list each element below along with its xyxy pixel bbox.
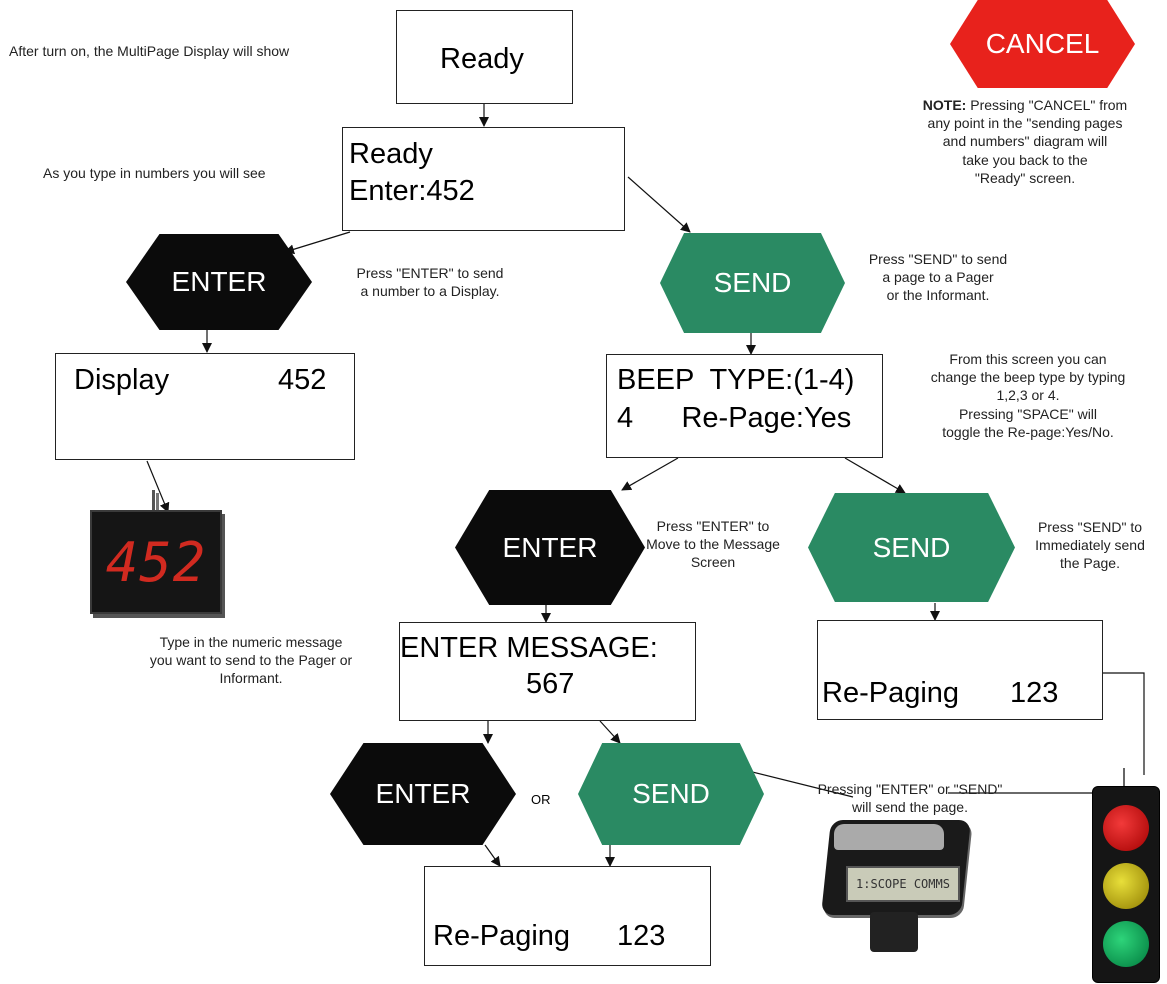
send-button-2-label: SEND [872, 531, 951, 563]
send1-note: Press "SEND" to send a page to a Pager o… [838, 250, 1038, 305]
message-screen-line1: ENTER MESSAGE: [400, 632, 658, 664]
repaging-right-label: Re-Paging [822, 677, 960, 709]
beep-note-line2: change the beep type by typing [930, 369, 1126, 386]
beep-type-line2: 4 Re-Page:Yes [617, 402, 852, 434]
enter-button-3-label: ENTER [375, 778, 471, 809]
device-antenna-2 [156, 493, 159, 512]
send1-note-line2: a page to a Pager [882, 269, 994, 286]
typing-note: As you type in numbers you will see [43, 165, 266, 181]
message-note-line3: Informant. [219, 670, 283, 687]
arrow-enter3-to-final [484, 844, 501, 867]
enter2-note-line1: Press "ENTER" to [656, 518, 770, 534]
yellow-light [1103, 863, 1149, 909]
arrow-beep-to-send2 [844, 457, 906, 494]
send-button-2[interactable]: SEND [808, 493, 1015, 602]
enter2-note-line2: Move to the Message [646, 536, 780, 553]
repaging-screen-bottom: Re-Paging 123 [424, 866, 711, 966]
display-screen: Display 452 [55, 353, 355, 460]
enter-button-2[interactable]: ENTER [455, 490, 645, 605]
final-note: Pressing "ENTER" or "SEND" will send the… [780, 780, 1040, 816]
repaging-bottom-label: Re-Paging [433, 920, 571, 952]
display-screen-label: Display [74, 364, 170, 396]
send2-note-line2: Immediately send [1035, 537, 1145, 554]
traffic-light-body [1092, 786, 1160, 983]
beep-note-line1: From this screen you can [949, 351, 1107, 367]
enter2-note-line3: Screen [690, 554, 736, 571]
enter-button-3[interactable]: ENTER [330, 743, 516, 845]
message-note-line2: you want to send to the Pager or [149, 652, 353, 669]
message-note-line1: Type in the numeric message [159, 634, 343, 650]
beep-note-line3: 1,2,3 or 4. [996, 387, 1060, 404]
beep-note: From this screen you can change the beep… [883, 350, 1167, 441]
ready-screen: Ready [396, 10, 573, 104]
arrow-entry-to-enter1 [284, 231, 351, 255]
pager-screen: 1:SCOPE COMMS [846, 866, 960, 902]
cancel-note-line4: take you back to the [962, 151, 1088, 168]
cancel-note: NOTE: Pressing "CANCEL" from any point i… [880, 96, 1167, 187]
arrow-message-to-send3 [599, 720, 621, 744]
pager-top [834, 824, 944, 850]
final-note-line1: Pressing "ENTER" or "SEND" [817, 781, 1003, 797]
repaging-bottom-value: 123 [617, 920, 666, 952]
display-screen-value: 452 [278, 364, 327, 396]
enter1-note: Press "ENTER" to send a number to a Disp… [320, 264, 540, 300]
cancel-note-line2: any point in the "sending pages [927, 115, 1123, 132]
traffic-light-informant [1088, 768, 1163, 983]
arrow-entry-to-send1 [627, 176, 691, 233]
arrow-display-to-device [146, 460, 170, 513]
send-button-3-label: SEND [632, 778, 710, 809]
device-antenna [152, 490, 155, 512]
intro-note: After turn on, the MultiPage Display wil… [9, 43, 290, 59]
repaging-right-value: 123 [1010, 677, 1059, 709]
entry-screen-line1: Ready [349, 138, 433, 170]
enter2-note: Press "ENTER" to Move to the Message Scr… [638, 517, 788, 572]
cancel-note-bold: NOTE: [922, 97, 967, 113]
send-button-3[interactable]: SEND [578, 743, 764, 845]
send-button-1[interactable]: SEND [660, 233, 845, 333]
device-digits: 452 [105, 531, 207, 594]
repaging-screen-right: Re-Paging 123 [817, 620, 1103, 720]
pager-device: 1:SCOPE COMMS [818, 820, 973, 960]
beep-type-line1: BEEP TYPE:(1-4) [617, 364, 855, 396]
cancel-note-line5: "Ready" screen. [974, 169, 1076, 186]
send-button-1-label: SEND [713, 267, 792, 298]
enter-button-1-label: ENTER [171, 266, 267, 297]
cancel-button[interactable]: CANCEL [950, 0, 1135, 88]
pager-clip [870, 912, 918, 952]
red-light [1103, 805, 1149, 851]
send2-note-line3: the Page. [1060, 555, 1120, 572]
beep-note-line5: toggle the Re-page:Yes/No. [942, 423, 1114, 440]
send1-note-line3: or the Informant. [886, 287, 990, 304]
entry-screen-line2: Enter:452 [349, 175, 475, 207]
final-note-line2: will send the page. [852, 799, 968, 816]
led-display-device: 452 [90, 490, 222, 615]
line-repaging-to-lights [1103, 672, 1145, 775]
cancel-button-label: CANCEL [985, 28, 1100, 59]
cancel-note-line1: Pressing "CANCEL" from [966, 97, 1128, 113]
or-label: OR [531, 792, 551, 807]
ready-screen-text: Ready [440, 43, 524, 75]
send1-note-line1: Press "SEND" to send [868, 251, 1008, 267]
beep-type-screen: BEEP TYPE:(1-4) 4 Re-Page:Yes [606, 354, 883, 458]
green-light [1103, 921, 1149, 967]
send2-note: Press "SEND" to Immediately send the Pag… [1015, 518, 1165, 573]
enter1-note-line2: a number to a Display. [360, 283, 500, 300]
send2-note-line1: Press "SEND" to [1037, 519, 1143, 535]
entry-screen: Ready Enter:452 [342, 127, 625, 231]
device-body: 452 [90, 510, 222, 614]
beep-note-line4: Pressing "SPACE" will [958, 405, 1098, 422]
enter-button-2-label: ENTER [502, 531, 598, 563]
arrow-beep-to-enter2 [621, 457, 679, 491]
enter1-note-line1: Press "ENTER" to send [356, 265, 504, 281]
cancel-note-line3: and numbers" diagram will [942, 133, 1108, 150]
enter-button-1[interactable]: ENTER [126, 234, 312, 330]
message-note: Type in the numeric message you want to … [106, 633, 396, 688]
traffic-light-antenna [1123, 768, 1125, 788]
message-screen: ENTER MESSAGE: 567 [399, 622, 696, 721]
message-screen-line2: 567 [526, 668, 575, 700]
